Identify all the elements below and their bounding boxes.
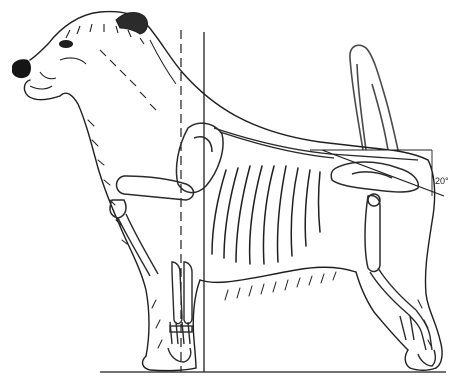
femur-icon: [365, 194, 380, 271]
eye-icon: [59, 40, 73, 48]
angle-label: 20°: [435, 176, 449, 186]
tail-icon: [350, 45, 398, 150]
scapula-icon: [176, 123, 223, 192]
rib-cage-icon: [212, 166, 320, 264]
nose-icon: [12, 59, 31, 78]
ear-icon: [116, 13, 147, 34]
pelvis-icon: [331, 162, 418, 192]
humerus-icon: [110, 176, 194, 218]
head-icon: [30, 24, 156, 110]
